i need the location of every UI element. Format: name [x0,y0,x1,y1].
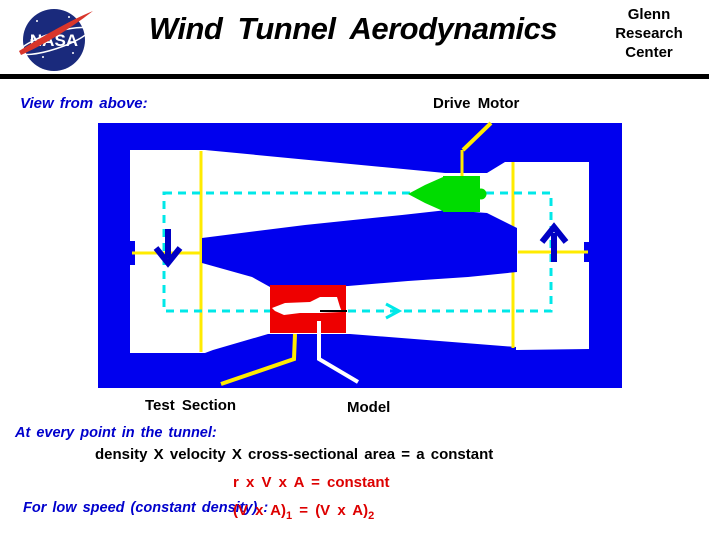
model-label: Model [347,399,391,416]
low-speed-intro: For low speed (constant density) : [23,500,269,516]
flow-arrow-up [539,222,569,262]
low-speed-eq-rhs: (V x A) [315,502,369,519]
org-line-2: Research [615,25,683,42]
bottom-duct-mound [205,334,589,353]
model-leader-line [317,321,360,384]
header-divider [0,74,709,79]
drive-fan [408,176,487,212]
org-line-3: Center [625,44,673,61]
equation-intro: At every point in the tunnel: [15,425,217,441]
nasa-logo-swoosh [19,11,93,55]
fan-spinner-cone [408,177,443,211]
low-speed-eq-rhs-sub: 2 [368,510,375,522]
org-name: Glenn Research Center [607,5,691,62]
fan-hub-bump [475,188,487,200]
test-section-label: Test Section [145,397,237,414]
low-speed-eq-equals: = [292,502,316,519]
center-island [202,210,517,288]
word-equation: density X velocity X cross-sectional are… [95,446,494,463]
drive-motor-leader-line [461,121,493,152]
top-duct-wall-wedge [205,150,589,173]
symbol-equation: r x V x A = constant [233,474,390,491]
low-speed-equation: (V x A)1 = (V x A)2 [233,502,374,522]
test-section-leader-line [220,333,297,386]
drive-motor-label: Drive Motor [433,95,520,112]
fan-body [443,176,480,212]
flow-arrow-down [153,229,183,268]
view-from-above-label: View from above: [20,95,148,112]
flow-arrow-right [385,302,403,320]
low-speed-eq-lhs: (V x A) [233,502,286,519]
org-line-1: Glenn [627,6,671,23]
nasa-logo-wordmark: NASA [30,31,78,50]
low-speed-eq-lhs-sub: 1 [285,510,293,522]
page-title: Wind Tunnel Aerodynamics [148,11,558,46]
nasa-logo: NASA [18,9,93,71]
